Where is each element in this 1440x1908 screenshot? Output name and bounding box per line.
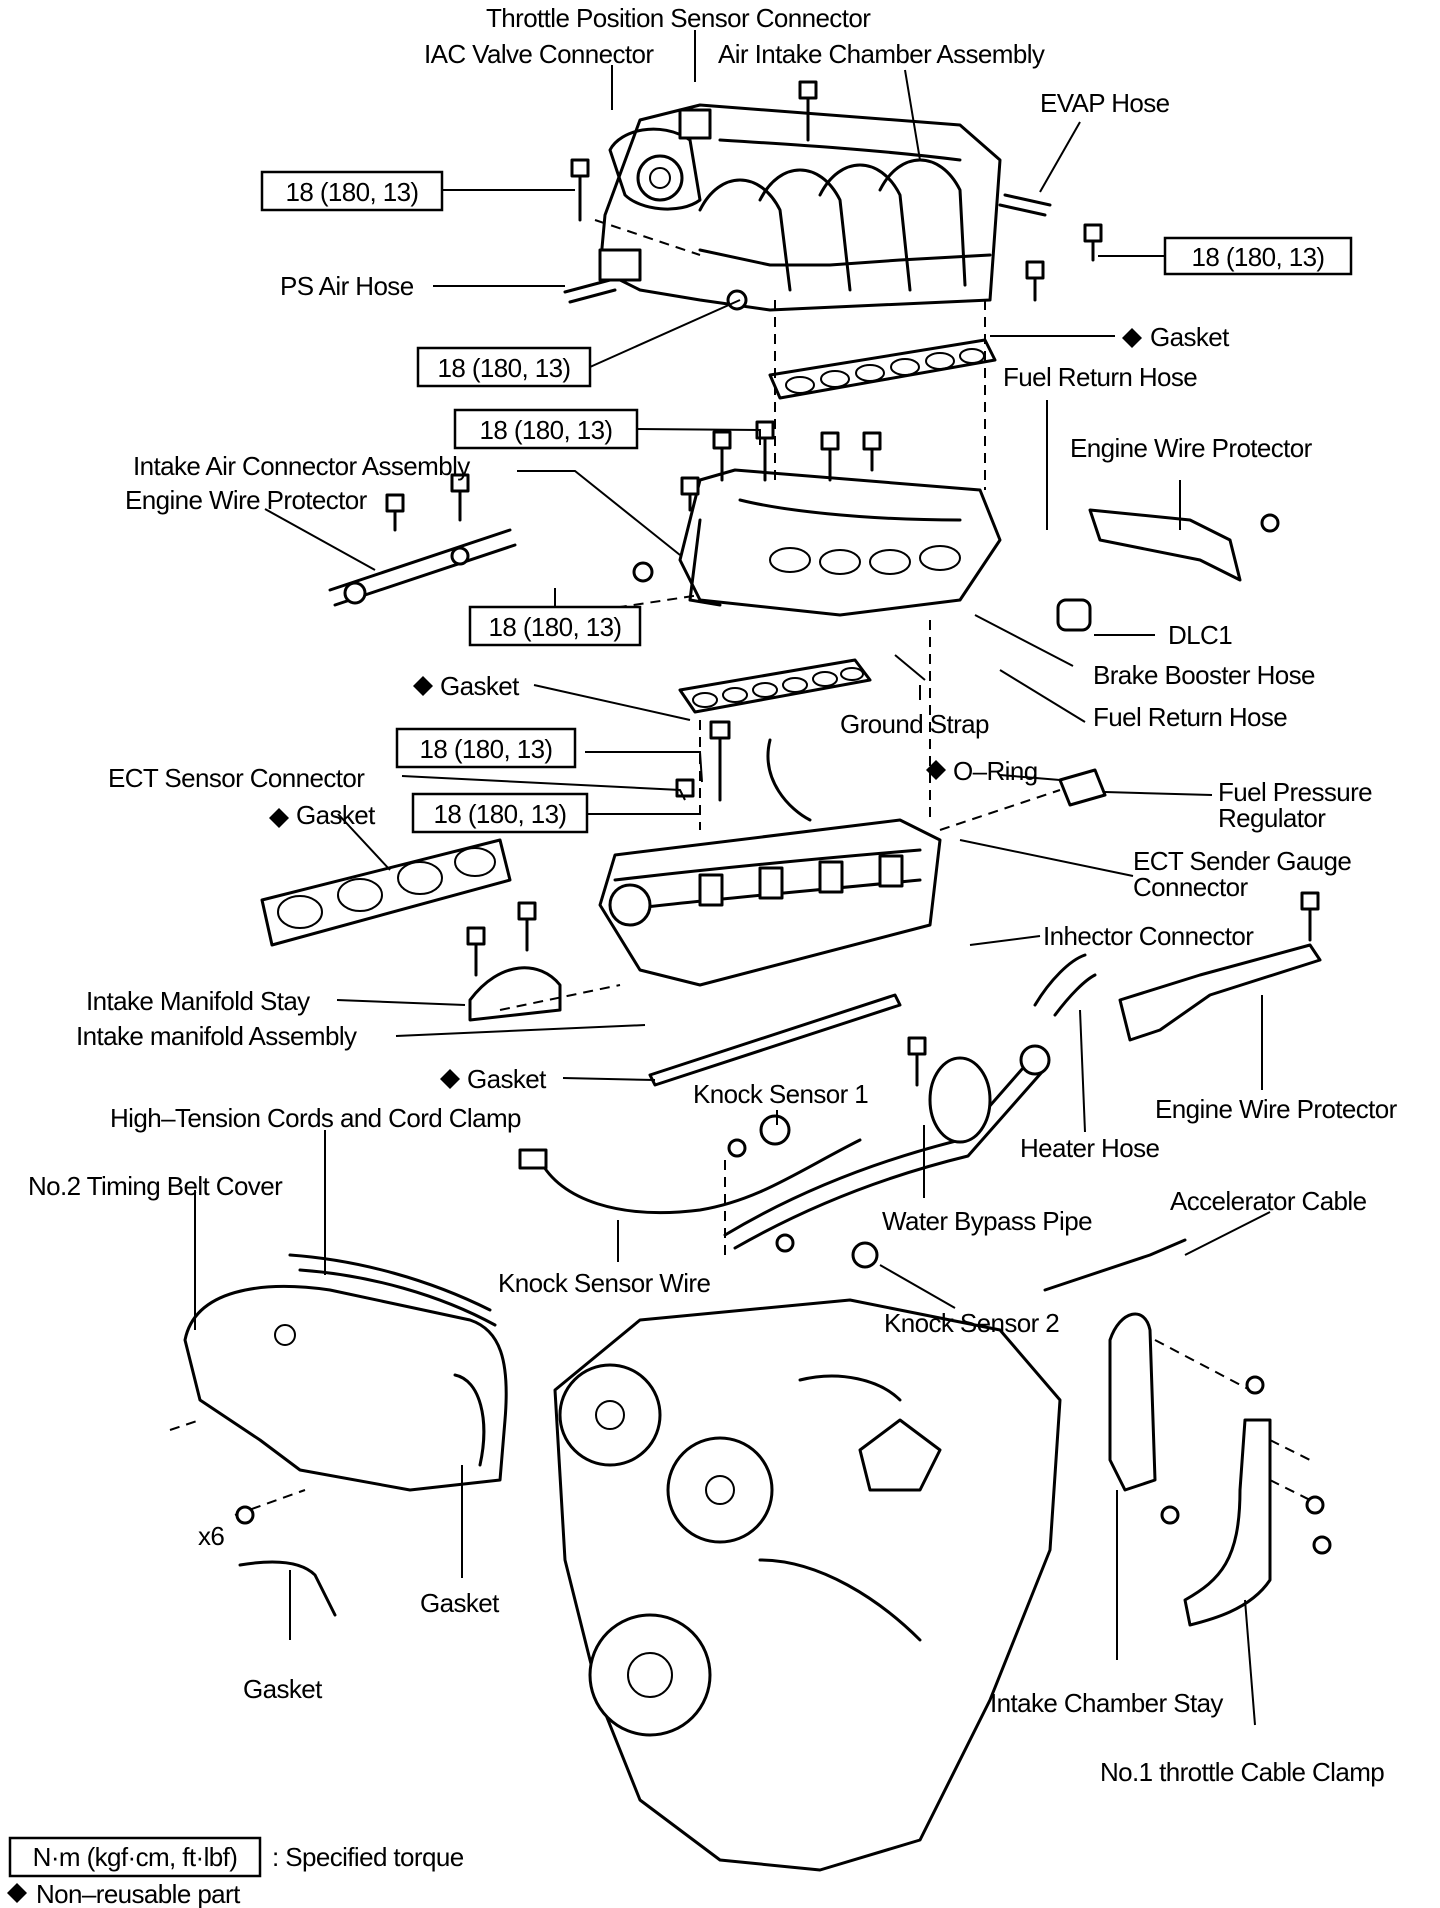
torque-box-1-text: 18 (180, 13) (285, 177, 418, 207)
label-fuel-return-hose-upper: Fuel Return Hose (1003, 362, 1197, 392)
torque-box-3-text: 18 (180, 13) (437, 353, 570, 383)
intake-chamber-stay-drawing (1108, 1312, 1157, 1492)
label-ect-sensor-connector: ECT Sensor Connector (108, 763, 365, 793)
label-knock-sensor-wire: Knock Sensor Wire (498, 1268, 710, 1298)
label-engine-wire-protector-right-lower: Engine Wire Protector (1155, 1094, 1398, 1124)
label-intake-manifold-assembly: Intake manifold Assembly (76, 1021, 357, 1051)
torque-box-2-text: 18 (180, 13) (1191, 242, 1324, 272)
label-gasket-lower: Gasket (467, 1064, 547, 1094)
label-throttle-position-sensor-connector: Throttle Position Sensor Connector (486, 3, 871, 33)
dlc1-drawing (1056, 598, 1092, 632)
torque-box-7: 18 (180, 13) (411, 792, 589, 834)
intake-manifold-stay-drawing (468, 966, 562, 1022)
torque-box-3: 18 (180, 13) (416, 346, 592, 388)
engine-block-drawing (553, 1298, 1062, 1872)
label-intake-chamber-stay: Intake Chamber Stay (990, 1688, 1223, 1718)
torque-box-5-text: 18 (180, 13) (488, 612, 621, 642)
knock-sensor-drawings (759, 1114, 879, 1269)
label-accelerator-cable: Accelerator Cable (1170, 1186, 1367, 1216)
legend-torque-text: : Specified torque (272, 1842, 464, 1872)
label-gasket-upper: Gasket (1150, 322, 1230, 352)
label-inhector-connector: Inhector Connector (1043, 921, 1254, 951)
engine-wire-protector-right-lower-drawing (1118, 943, 1322, 1042)
small-hoses-drawing (563, 193, 1052, 304)
label-no1-throttle-cable-clamp: No.1 throttle Cable Clamp (1100, 1757, 1384, 1787)
label-ect-sender-gauge-connector-1: ECT Sender Gauge (1133, 846, 1351, 876)
label-fuel-pressure-regulator-1: Fuel Pressure (1218, 777, 1372, 807)
torque-box-6-text: 18 (180, 13) (419, 734, 552, 764)
label-intake-air-connector-assembly: Intake Air Connector Assembly (133, 451, 470, 481)
label-x6: x6 (198, 1521, 224, 1551)
upper-gasket-drawing (768, 338, 997, 400)
label-fuel-pressure-regulator-2: Regulator (1218, 803, 1326, 833)
label-brake-booster-hose: Brake Booster Hose (1093, 660, 1315, 690)
label-no2-timing-belt-cover: No.2 Timing Belt Cover (28, 1171, 283, 1201)
label-ect-sender-gauge-connector-2: Connector (1133, 872, 1248, 902)
engine-wire-protector-right-upper-drawing (1088, 508, 1242, 582)
engine-wire-protector-left-drawing (328, 528, 517, 607)
label-gasket-middle: Gasket (440, 671, 520, 701)
label-dlc1: DLC1 (1168, 620, 1232, 650)
torque-box-4-text: 18 (180, 13) (479, 415, 612, 445)
water-bypass-pipe-drawing (723, 1044, 1051, 1250)
label-iac-valve-connector: IAC Valve Connector (424, 39, 654, 69)
intake-manifold-drawing (598, 738, 942, 987)
torque-box-4: 18 (180, 13) (453, 408, 639, 450)
small-gasket-drawing (238, 1560, 337, 1617)
torque-box-2: 18 (180, 13) (1163, 236, 1353, 276)
label-ground-strap: Ground Strap (840, 709, 989, 739)
assembly-dashed-lines (169, 219, 1311, 1516)
left-manifold-gasket-drawing (260, 838, 512, 947)
legend: N·m (kgf·cm, ft·lbf) : Specified torque … (8, 1836, 464, 1908)
label-fuel-return-hose-lower: Fuel Return Hose (1093, 702, 1287, 732)
timing-belt-cover-drawing (183, 1285, 508, 1492)
label-evap-hose: EVAP Hose (1040, 88, 1170, 118)
throttle-cable-clamp-drawing (1183, 1418, 1272, 1627)
label-gasket-left-manifold: Gasket (296, 800, 376, 830)
label-engine-wire-protector-right-upper: Engine Wire Protector (1070, 433, 1313, 463)
torque-box-1: 18 (180, 13) (260, 170, 444, 212)
torque-box-5: 18 (180, 13) (468, 605, 642, 647)
label-gasket-small: Gasket (243, 1674, 323, 1704)
label-high-tension-cords: High–Tension Cords and Cord Clamp (110, 1103, 521, 1133)
legend-torque-box-text: N·m (kgf·cm, ft·lbf) (33, 1842, 238, 1872)
label-knock-sensor-2: Knock Sensor 2 (884, 1308, 1059, 1338)
label-o-ring: O–Ring (953, 756, 1038, 786)
knock-sensor-wire-drawing (518, 1138, 862, 1214)
accelerator-cable-drawing (1043, 1238, 1187, 1292)
torque-box-7-text: 18 (180, 13) (433, 799, 566, 829)
label-heater-hose: Heater Hose (1020, 1133, 1159, 1163)
torque-box-6: 18 (180, 13) (395, 727, 577, 769)
label-gasket-cover: Gasket (420, 1588, 500, 1618)
air-intake-chamber-drawing (598, 103, 1002, 312)
fuel-pressure-regulator-drawing (1058, 768, 1107, 807)
heater-hose-drawing (1033, 953, 1097, 1017)
label-ps-air-hose: PS Air Hose (280, 271, 414, 301)
nonreusable-diamond-icons (7, 328, 1142, 1903)
legend-nonreusable-text: Non–reusable part (36, 1879, 241, 1908)
label-air-intake-chamber-assembly: Air Intake Chamber Assembly (718, 39, 1045, 69)
label-engine-wire-protector-left: Engine Wire Protector (125, 485, 368, 515)
intake-air-connector-drawing (678, 468, 1002, 617)
label-knock-sensor-1: Knock Sensor 1 (693, 1079, 868, 1109)
label-water-bypass-pipe: Water Bypass Pipe (882, 1206, 1092, 1236)
bolt-icons (235, 80, 1332, 1555)
middle-gasket-drawing (678, 658, 872, 714)
label-intake-manifold-stay: Intake Manifold Stay (86, 986, 310, 1016)
lower-gasket-drawing (648, 993, 902, 1087)
